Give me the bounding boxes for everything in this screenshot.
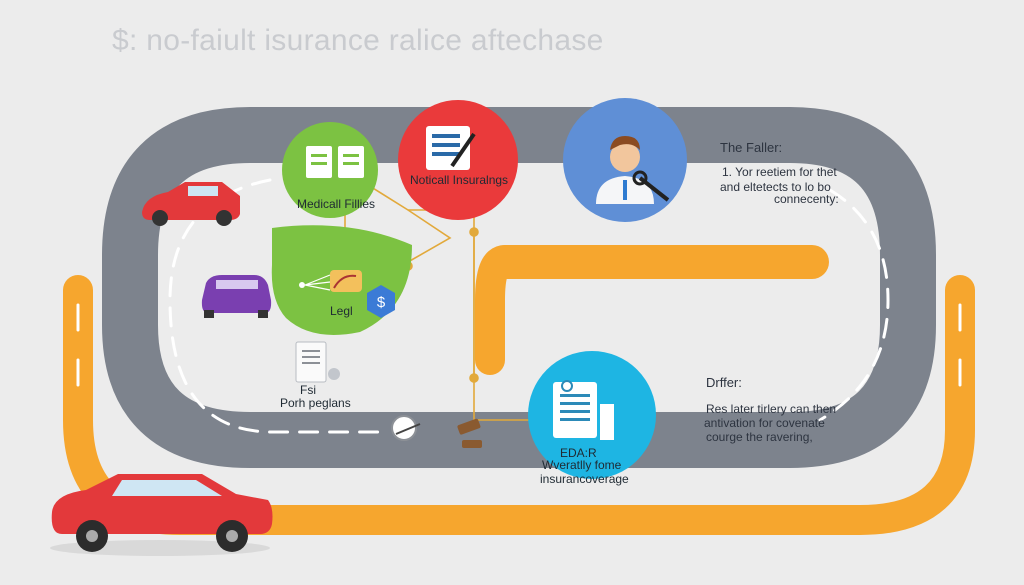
right-heading-2: Drffer: — [706, 375, 742, 390]
forms-label-1: Fsi — [300, 383, 316, 397]
yellow-track — [63, 245, 975, 535]
right-text-2b: antivation for covenate — [704, 416, 825, 430]
coverage-label-1: EDA:R — [560, 446, 597, 460]
medical-files-label: Medicall Fillies — [297, 197, 376, 211]
right-text-1a: 1. Yor reetiem for thet — [722, 165, 837, 179]
node-medical-files — [282, 122, 378, 218]
red-car-icon — [142, 182, 240, 226]
document-icon — [553, 380, 614, 440]
forms-document-icon — [295, 341, 340, 383]
right-text-2c: courge the ravering, — [706, 430, 813, 444]
right-heading-1: The Faller: — [720, 140, 783, 155]
magnifier-icon — [391, 415, 421, 441]
gavel-icon — [457, 418, 482, 448]
coverage-label-2: Wveratlly fome — [542, 458, 622, 472]
purple-car-icon — [201, 275, 272, 318]
node-notical-insurance — [398, 100, 518, 220]
document-icon — [306, 146, 364, 178]
notical-insurance-label: Noticall Insuralngs — [410, 173, 509, 187]
doctor-icon — [596, 136, 670, 204]
node-coverage — [528, 351, 656, 479]
crash-icon — [299, 270, 362, 292]
node-legal: $ — [271, 225, 412, 335]
svg-text:$: $ — [377, 294, 386, 311]
legal-label: Legl — [330, 304, 353, 318]
big-red-car-icon — [50, 474, 273, 556]
right-text-1b: and eltetects to lo bo — [720, 180, 831, 194]
right-text-1c: connecenty: — [774, 192, 839, 206]
forms-label-2: Porh peglans — [280, 396, 351, 410]
right-text-2a: Res later tirlery can then — [706, 402, 837, 416]
document-icon — [426, 126, 476, 170]
coverage-label-3: insurancoverage — [540, 472, 629, 486]
node-fault-person — [563, 98, 687, 222]
dollar-icon: $ — [367, 285, 395, 318]
page-title: $: no-faiult isurance ralice aftechase — [112, 24, 604, 57]
